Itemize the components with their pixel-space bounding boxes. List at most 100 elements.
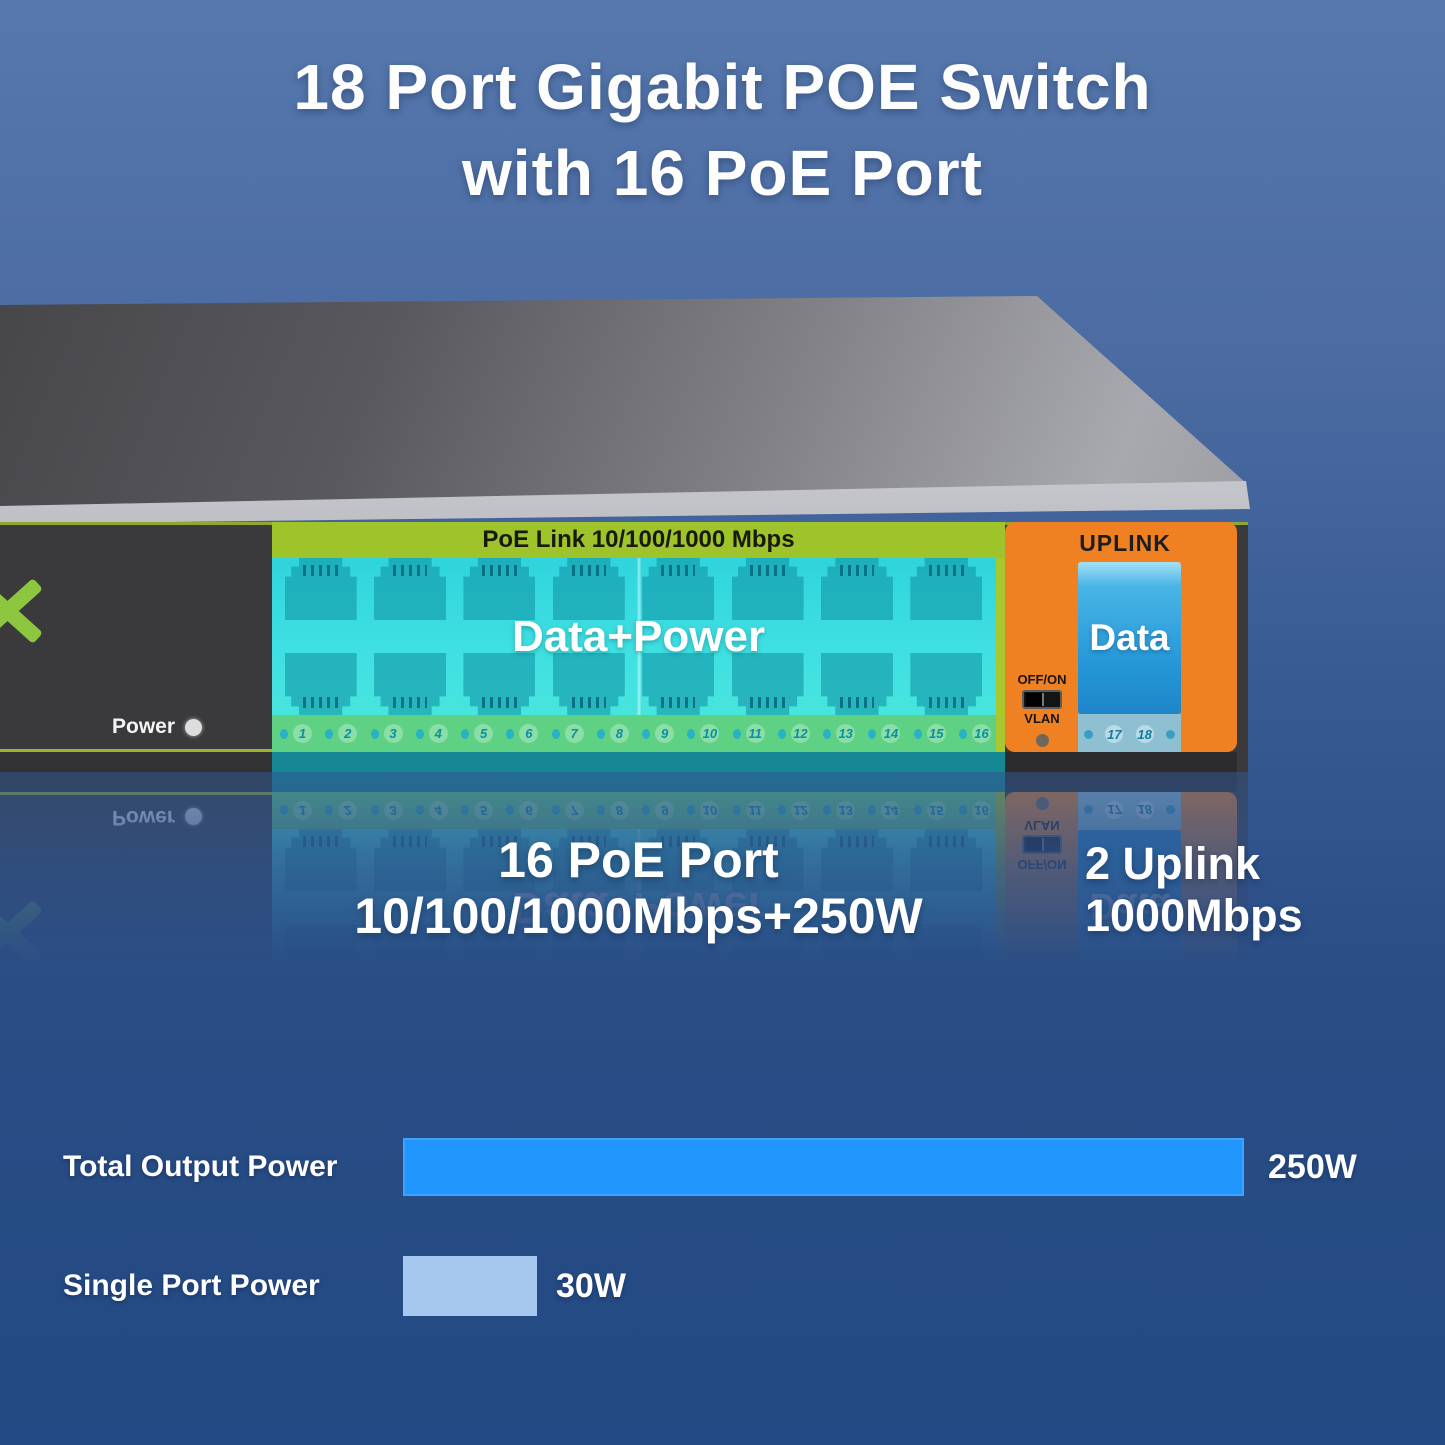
port-number: 10 [687,801,720,820]
led-dot-icon [958,805,967,816]
poe-footer-strip [272,752,1005,772]
poe-callout-line-2: 10/100/1000Mbps+250W [354,888,923,944]
port-number: 15 [913,801,946,820]
led-dot-icon [280,805,288,816]
poe-callout-line-1: 16 PoE Port [498,832,779,888]
led-dot-icon [777,805,786,816]
uplink-port-numbers-strip: 17 18 [1078,790,1181,830]
vlan-toggle-switch-icon [1022,690,1062,709]
rj45-port-icon [284,558,357,620]
port-number: 4 [415,724,448,743]
vlan-led-icon [1035,797,1049,810]
led-dot-icon [551,728,560,739]
led-dot-icon [642,805,651,816]
brand-logo-icon [0,896,44,970]
port-number: 15 [913,724,946,743]
panel-left-footer [0,772,272,795]
port-number: 10 [687,724,720,743]
rj45-port-icon [374,558,447,620]
led-dot-icon [732,728,741,739]
vlan-switch-group: OFF/ON VLAN [1007,672,1077,747]
chart-category-label: Total Output Power [63,1150,338,1183]
led-dot-icon [551,805,560,816]
page-title: 18 Port Gigabit POE Switch with 16 PoE P… [0,44,1445,216]
port-number: 3 [370,801,403,820]
poe-callout: 16 PoE Port 10/100/1000Mbps+250W [272,832,1005,944]
chart-bar-single-port-power [403,1256,537,1316]
port-number: 1 [280,724,312,743]
led-dot-icon [1165,805,1175,815]
poe-footer-strip [272,772,1005,792]
led-dot-icon [370,805,379,816]
rj45-port-icon [552,558,625,620]
chart-row-total-power: Total Output Power 250W [0,1138,1445,1196]
poe-section: PoE Link 10/100/1000 Mbps [272,522,1005,772]
port-number: 6 [506,801,539,820]
chart-value-label: 30W [556,1267,626,1305]
vlan-label: VLAN [1024,711,1060,726]
title-line-1: 18 Port Gigabit POE Switch [293,51,1152,123]
led-dot-icon [461,805,470,816]
led-dot-icon [732,805,741,816]
poe-port-area: Data+Power [272,558,1005,715]
port-number: 9 [642,724,675,743]
led-dot-icon [1084,729,1093,739]
rj45-port-icon [642,558,715,620]
uplink-port-numbers-strip: 17 18 [1078,714,1181,754]
port-number: 16 [958,724,991,743]
port-number: 1 [280,801,312,820]
chart-category-label: Single Port Power [63,1269,320,1302]
led-dot-icon [868,728,877,739]
led-dot-icon [823,728,832,739]
led-dot-icon [280,728,288,739]
chart-bar-total-power [403,1138,1244,1196]
power-label: Power [112,806,176,829]
front-panel: Power PoE Link 10/100/1000 Mbps [0,522,1248,772]
title-line-2: with 16 PoE Port [462,137,983,209]
led-dot-icon [506,728,515,739]
vlan-label: VLAN [1024,818,1060,833]
port-number: 14 [868,801,901,820]
power-led-icon [185,718,203,736]
port-number: 13 [823,724,856,743]
led-dot-icon [1084,805,1093,815]
port-number: 11 [732,724,765,743]
led-dot-icon [687,728,696,739]
port-number: 5 [461,801,494,820]
led-dot-icon [958,728,967,739]
led-dot-icon [868,805,877,816]
led-dot-icon [506,805,515,816]
chart-value-label: 250W [1268,1148,1357,1186]
port-number: 7 [551,724,584,743]
led-dot-icon [461,728,470,739]
led-dot-icon [642,728,651,739]
port-number: 7 [551,801,584,820]
port-number: 12 [777,801,810,820]
vlan-switch-group: OFF/ON VLAN [1007,797,1077,872]
led-dot-icon [325,805,334,816]
port-number: 14 [868,724,901,743]
uplink-callout-line-2: 1000Mbps [1085,890,1303,941]
vlan-led-icon [1035,734,1049,747]
led-dot-icon [415,805,424,816]
rj45-port-icon [910,558,983,620]
led-dot-icon [823,805,832,816]
uplink-section-header: UPLINK [1079,530,1171,556]
rj45-port-icon [820,558,893,620]
led-dot-icon [1165,729,1175,739]
led-dot-icon [777,728,786,739]
uplink-port-area: Data [1078,562,1181,714]
led-dot-icon [913,805,922,816]
port-number: 13 [823,801,856,820]
vlan-offon-label: OFF/ON [1017,672,1067,687]
poe-sticker-border [996,558,1005,752]
uplink-section-header: UPLINK [1079,988,1171,1014]
poe-overlay-label: Data+Power [511,611,766,661]
power-indicator: Power [112,805,203,829]
chart-row-single-port-power: Single Port Power 30W [0,1256,1445,1316]
port-group-divider [637,558,640,715]
power-led-icon [185,808,203,826]
poe-port-row-top [276,558,991,620]
port-number: 4 [415,801,448,820]
